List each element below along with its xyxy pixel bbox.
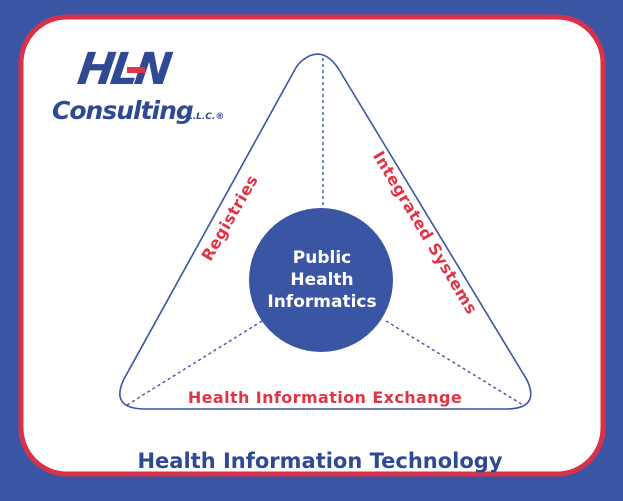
hln-logo: HLN Consulting L.L.C.® — [52, 44, 224, 125]
logo-wordmark: HLN — [75, 44, 176, 95]
logo-name: Consulting — [52, 96, 194, 125]
connector-right — [385, 320, 524, 406]
connector-left — [126, 320, 263, 406]
center-label-line-1: Public — [293, 248, 351, 268]
hie-label: Health Information Exchange — [188, 388, 462, 407]
triangle-outline — [119, 53, 532, 410]
footer-caption: Health Information Technology — [137, 449, 502, 473]
center-circle — [249, 208, 393, 352]
center-label-line-3: Informatics — [267, 292, 376, 312]
logo-suffix: L.L.C.® — [187, 112, 224, 122]
center-label-line-2: Health — [290, 270, 353, 290]
